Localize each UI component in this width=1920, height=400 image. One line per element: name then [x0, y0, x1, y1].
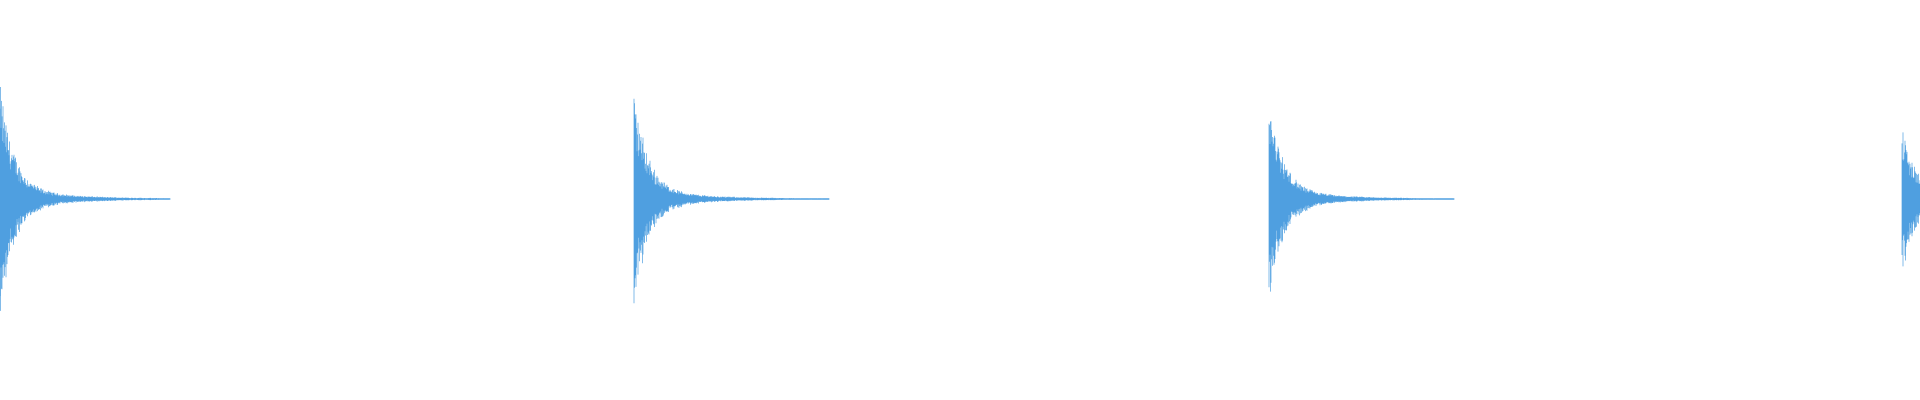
waveform-transient-1: [0, 87, 171, 311]
waveform-envelope: [633, 98, 830, 304]
waveform-transient-4: [1901, 132, 1920, 267]
waveform-envelope: [1268, 121, 1455, 292]
waveform-transient-2: [633, 98, 830, 304]
waveform-envelope: [1901, 132, 1920, 267]
waveform-transient-3: [1268, 121, 1455, 292]
